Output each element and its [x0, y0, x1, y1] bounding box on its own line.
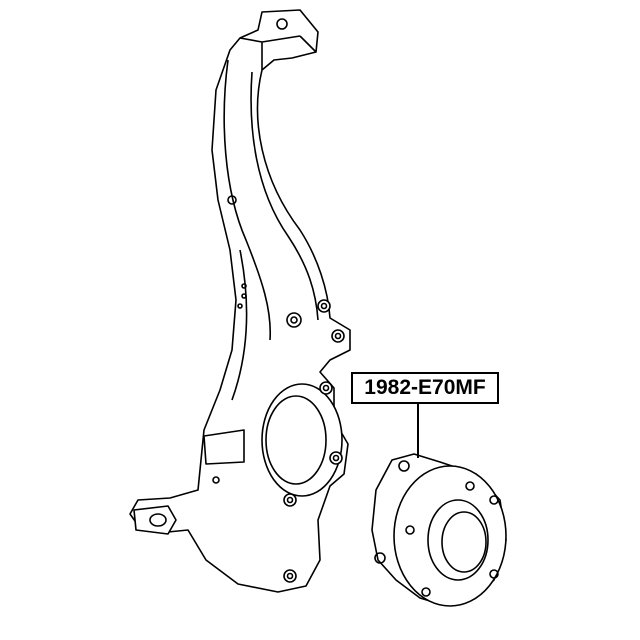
part-number-label: 1982-E70MF: [351, 372, 499, 404]
steering-knuckle: [129, 9, 351, 593]
wheel-hub-bearing: [371, 453, 507, 607]
